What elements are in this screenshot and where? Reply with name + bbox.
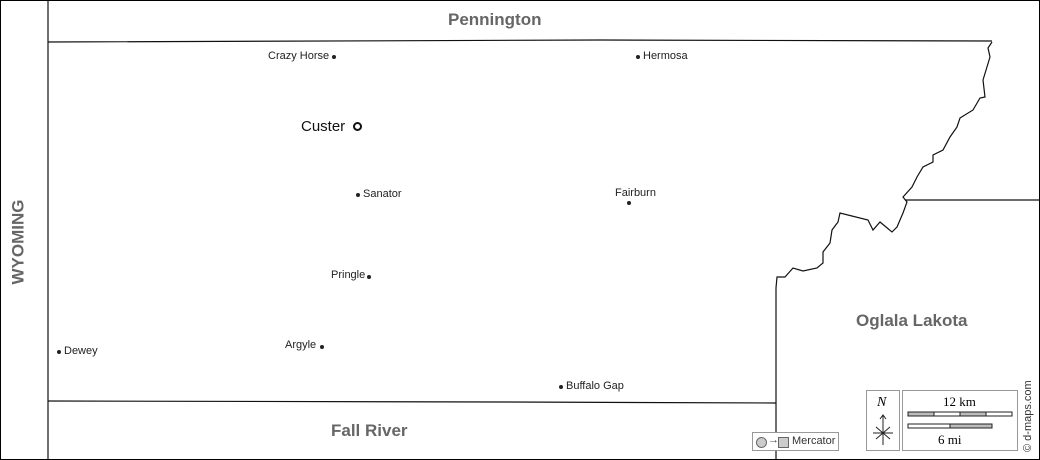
scale-bars <box>907 411 1013 429</box>
projection-label: Mercator <box>792 435 836 447</box>
region-wyoming: WYOMING <box>8 199 28 285</box>
pennington-border <box>47 39 993 43</box>
place-argyle: Argyle <box>285 339 317 351</box>
place-sanator: Sanator <box>363 188 402 200</box>
credit: © d-maps.com <box>1022 380 1034 452</box>
place-pringle: Pringle <box>331 269 366 281</box>
place-dewey: Dewey <box>64 345 98 357</box>
place-hermosa: Hermosa <box>643 50 688 62</box>
place-dot <box>559 385 563 389</box>
globe-icon <box>756 437 767 448</box>
arrow-icon: → <box>768 434 779 446</box>
scale-bar: 12 km 6 mi <box>902 390 1018 451</box>
county-seat-custer: Custer <box>301 118 346 135</box>
north-label: N <box>877 395 887 410</box>
square-icon <box>778 437 789 448</box>
projection-legend: → Mercator <box>752 432 839 451</box>
region-pennington: Pennington <box>448 10 542 29</box>
scale-km-label: 12 km <box>943 394 976 409</box>
place-fairburn: Fairburn <box>615 187 656 199</box>
place-buffalo-gap: Buffalo Gap <box>566 380 624 392</box>
place-dot <box>332 55 336 59</box>
compass-icon <box>873 414 893 445</box>
place-dot <box>627 201 631 205</box>
scale-mi-label: 6 mi <box>938 432 962 447</box>
place-dot <box>636 55 640 59</box>
county-seat-icon <box>353 122 362 131</box>
north-arrow: N <box>866 390 900 451</box>
place-dot <box>57 350 61 354</box>
cheyenne-river <box>775 41 993 460</box>
region-fall-river: Fall River <box>331 421 408 440</box>
place-dot <box>320 345 324 349</box>
fall-river-border <box>47 400 777 404</box>
region-oglala-lakota: Oglala Lakota <box>856 311 968 330</box>
place-crazy-horse: Crazy Horse <box>268 50 330 62</box>
place-dot <box>356 193 360 197</box>
place-dot <box>367 275 371 279</box>
